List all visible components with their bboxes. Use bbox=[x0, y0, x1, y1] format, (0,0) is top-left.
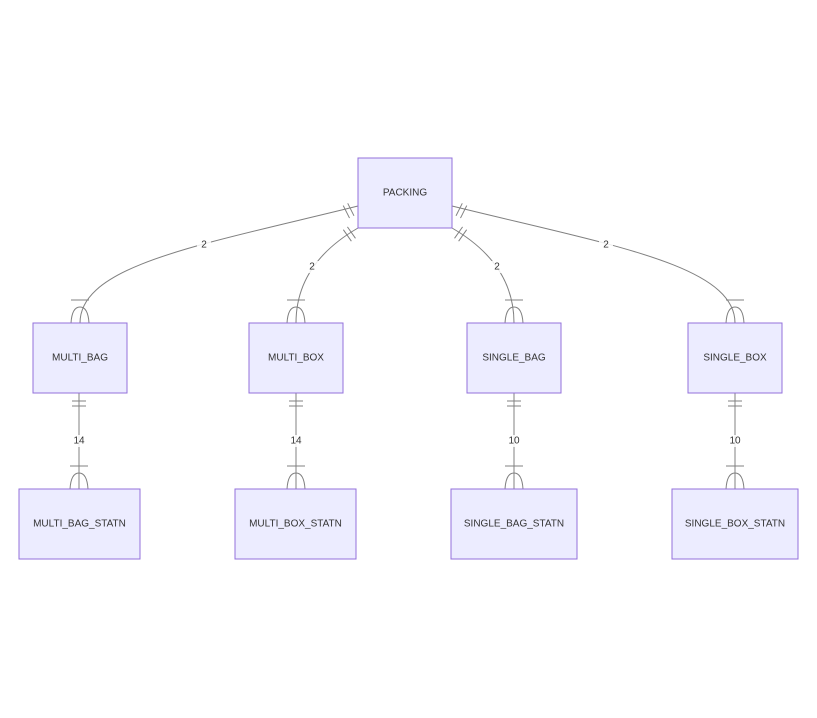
entity-label: SINGLE_BAG bbox=[482, 353, 546, 364]
entity-box[interactable] bbox=[248, 322, 344, 394]
relationship-line bbox=[451, 227, 515, 324]
relationship-label-bg bbox=[72, 435, 86, 447]
relationship-label-bg bbox=[507, 435, 521, 447]
entity-single-box[interactable]: SINGLE_BOX bbox=[687, 322, 783, 394]
exactly-one-marker-bar-2 bbox=[342, 205, 350, 219]
entity-label: MULTI_BAG_STATN bbox=[33, 519, 126, 530]
exactly-one-marker-bar-2 bbox=[460, 205, 468, 219]
entity-label: SINGLE_BAG_STATN bbox=[464, 519, 564, 530]
entity-label: SINGLE_BOX bbox=[703, 353, 767, 364]
relationship-label-bg bbox=[728, 435, 742, 447]
relationship-label-multi_bag-multi_bag_statn: 14 bbox=[72, 435, 86, 447]
entity-box[interactable] bbox=[671, 488, 799, 560]
entity-multi-box[interactable]: MULTI_BOX bbox=[248, 322, 344, 394]
relationship-label: 2 bbox=[201, 240, 207, 251]
relationship-label-bg bbox=[197, 239, 211, 251]
entity-box[interactable] bbox=[357, 157, 453, 229]
entity-multi-bag[interactable]: MULTI_BAG bbox=[32, 322, 128, 394]
entity-label: SINGLE_BOX_STATN bbox=[685, 519, 785, 530]
relationship-label: 10 bbox=[508, 436, 520, 447]
exactly-one-marker-bar-1 bbox=[455, 203, 463, 217]
relationship-label-bg bbox=[599, 239, 613, 251]
relationship-label: 2 bbox=[494, 262, 500, 273]
exactly-one-marker-bar-1 bbox=[347, 203, 355, 217]
relationship-label-multi_box-multi_box_statn: 14 bbox=[289, 435, 303, 447]
relationship-label-packing-single_box: 2 bbox=[599, 239, 613, 251]
one-or-more-marker-crowfoot bbox=[286, 472, 306, 490]
relationship-label-bg bbox=[305, 261, 319, 273]
entity-box[interactable] bbox=[687, 322, 783, 394]
entity-label: MULTI_BAG bbox=[52, 353, 108, 364]
relationship-label-packing-single_bag: 2 bbox=[490, 261, 504, 273]
relationship-label-bg bbox=[490, 261, 504, 273]
relationship-packing-single_bag bbox=[451, 226, 524, 324]
entity-box[interactable] bbox=[234, 488, 357, 560]
one-or-more-marker-crowfoot bbox=[70, 306, 90, 324]
entity-box[interactable] bbox=[18, 488, 141, 560]
relationship-label: 2 bbox=[603, 240, 609, 251]
relationship-label-layer: 2 2 2 2 14 14 10 10 bbox=[72, 239, 742, 447]
entity-single-box-statn[interactable]: SINGLE_BOX_STATN bbox=[671, 488, 799, 560]
relationship-label-single_box-single_box_statn: 10 bbox=[728, 435, 742, 447]
relationship-label: 14 bbox=[290, 436, 302, 447]
exactly-one-marker-bar-1 bbox=[347, 226, 356, 239]
one-or-more-marker-crowfoot bbox=[286, 306, 306, 324]
entity-box[interactable] bbox=[32, 322, 128, 394]
relationship-packing-single_box bbox=[451, 203, 745, 324]
relationship-label: 10 bbox=[729, 436, 741, 447]
relationship-label: 14 bbox=[73, 436, 85, 447]
entity-label: PACKING bbox=[383, 188, 427, 199]
exactly-one-marker-bar-2 bbox=[458, 229, 468, 242]
relationship-packing-multi_bag bbox=[70, 203, 359, 324]
entity-label: MULTI_BOX_STATN bbox=[249, 519, 342, 530]
entity-single-bag-statn[interactable]: SINGLE_BAG_STATN bbox=[450, 488, 578, 560]
relationship-label-bg bbox=[289, 435, 303, 447]
relationship-line bbox=[451, 205, 736, 324]
relationship-label-packing-multi_box: 2 bbox=[305, 261, 319, 273]
entity-multi-bag-statn[interactable]: MULTI_BAG_STATN bbox=[18, 488, 141, 560]
one-or-more-marker-crowfoot bbox=[504, 306, 524, 324]
entity-label: MULTI_BOX bbox=[268, 353, 324, 364]
relationship-layer bbox=[69, 203, 745, 490]
relationship-label-packing-multi_bag: 2 bbox=[197, 239, 211, 251]
relationship-line bbox=[295, 227, 359, 324]
one-or-more-marker-crowfoot bbox=[725, 472, 745, 490]
exactly-one-marker-bar-2 bbox=[342, 229, 352, 242]
one-or-more-marker-crowfoot bbox=[69, 472, 89, 490]
relationship-packing-multi_box bbox=[286, 226, 359, 324]
one-or-more-marker-crowfoot bbox=[725, 306, 745, 324]
entity-box[interactable] bbox=[466, 322, 562, 394]
exactly-one-marker-bar-1 bbox=[454, 226, 463, 239]
entity-box[interactable] bbox=[450, 488, 578, 560]
relationship-label: 2 bbox=[309, 262, 315, 273]
one-or-more-marker-crowfoot bbox=[504, 472, 524, 490]
relationship-line bbox=[79, 205, 359, 324]
entity-packing[interactable]: PACKING bbox=[357, 157, 453, 229]
entity-layer: PACKING MULTI_BAG MULTI_BOX SINGLE_BAG SINGL… bbox=[18, 157, 799, 560]
relationship-label-single_bag-single_bag_statn: 10 bbox=[507, 435, 521, 447]
entity-multi-box-statn[interactable]: MULTI_BOX_STATN bbox=[234, 488, 357, 560]
entity-single-bag[interactable]: SINGLE_BAG bbox=[466, 322, 562, 394]
